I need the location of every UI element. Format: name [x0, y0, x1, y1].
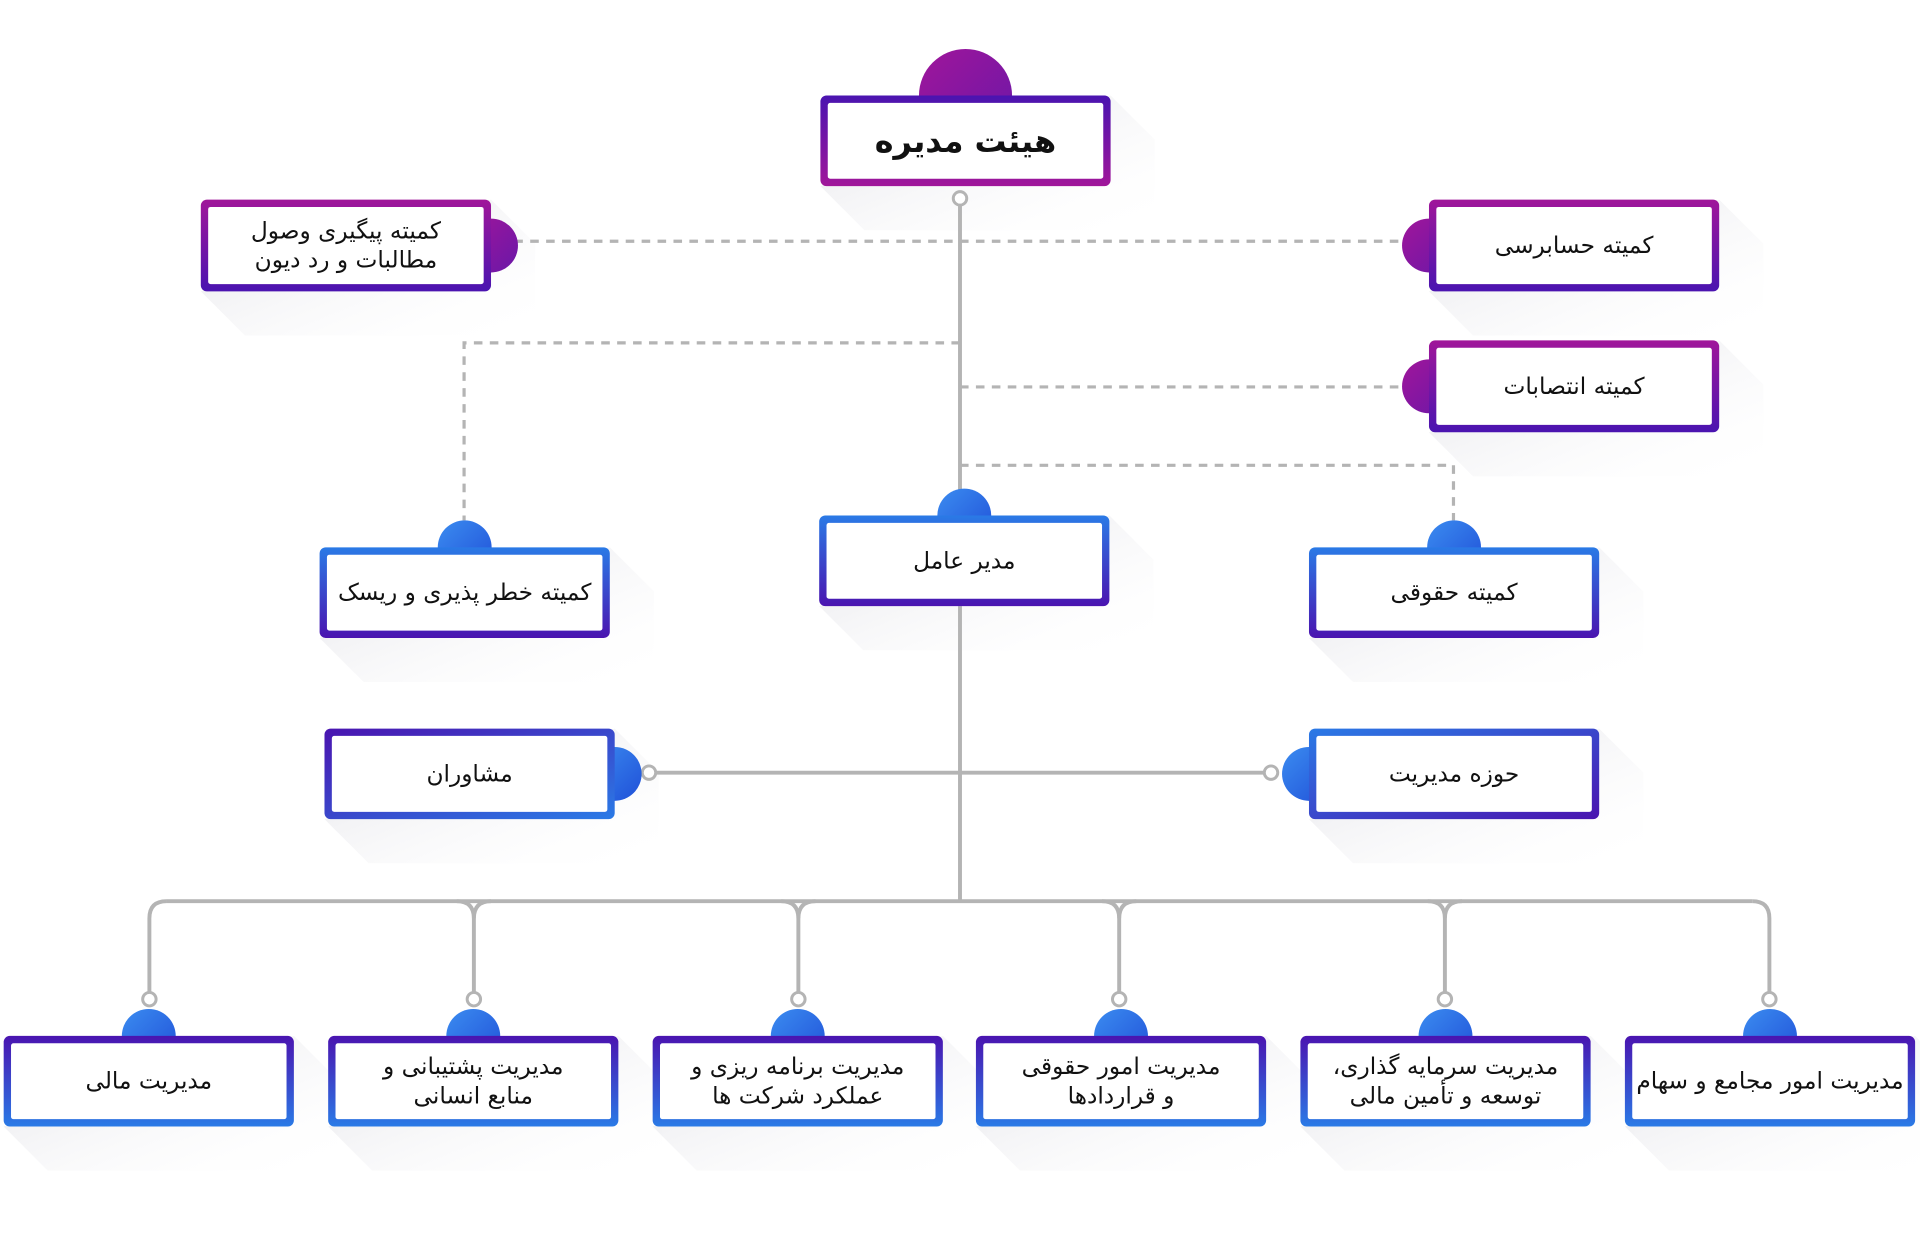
branch-r-3: [1117, 899, 1137, 919]
node-label: مدیریت مالی: [85, 1068, 212, 1095]
ring-advisors: [640, 764, 658, 781]
connector-layer: [141, 190, 1778, 1008]
dashed-link-legal-committee: [960, 463, 1456, 521]
node-label: کمیته انتصابات: [1504, 373, 1646, 400]
node-label: مشاوران: [426, 760, 512, 787]
node-label: مدیریت امور حقوقی: [1022, 1053, 1221, 1080]
node-label: مدیریت امور مجامع و سهام: [1636, 1068, 1903, 1095]
branch-l-2: [781, 899, 801, 992]
node-label: مدیریت برنامه ریزی و: [690, 1053, 904, 1080]
node-fill: [1316, 554, 1592, 631]
node-fill: [1436, 206, 1712, 285]
node-fill: [827, 102, 1104, 179]
node-appointments-committee: کمیته انتصابات: [1402, 340, 1720, 433]
node-fill: [1436, 347, 1712, 425]
branch-l-4: [1427, 899, 1447, 992]
node-finance-mgmt: مدیریت مالی: [3, 1008, 294, 1127]
node-label: مدیریت سرمایه گذاری،: [1333, 1053, 1558, 1080]
node-label: هیئت مدیره: [875, 122, 1056, 160]
ring-bottom-5: [1761, 990, 1778, 1008]
node-fill: [11, 1043, 287, 1120]
node-collections-committee: کمیته پیگیری وصول مطالبات و رد دیون: [200, 199, 518, 292]
node-label: حوزه مدیریت: [1389, 760, 1519, 787]
node-advisors: مشاوران: [324, 728, 642, 820]
node-fill: [335, 1043, 612, 1120]
branch-r-2: [796, 899, 816, 919]
node-audit-committee: کمیته حسابرسی: [1402, 199, 1720, 292]
ring-board: [951, 190, 969, 207]
node-fill: [983, 1043, 1259, 1120]
node-fill: [208, 206, 484, 285]
node-label: توسعه و تأمین مالی: [1350, 1079, 1542, 1109]
node-fill: [331, 735, 608, 812]
node-investment-mgmt: مدیریت سرمایه گذاری،توسعه و تأمین مالی: [1300, 1008, 1591, 1127]
node-label: و قراردادها: [1068, 1082, 1175, 1109]
ring-bottom-2: [790, 990, 807, 1008]
node-label: منابع انسانی: [414, 1082, 533, 1109]
branch-r-4: [1442, 899, 1463, 919]
node-label: عملکرد شرکت ها: [712, 1082, 883, 1109]
node-risk-committee: کمیته خطر پذیری و ریسک: [319, 520, 610, 638]
node-label: کمیته حقوقی: [1391, 579, 1519, 606]
node-fill: [660, 1043, 936, 1120]
node-fill: [1307, 1043, 1584, 1120]
node-fill: [826, 522, 1103, 599]
node-ceo: مدیر عامل: [819, 488, 1110, 607]
node-fill: [1632, 1043, 1908, 1120]
node-fill: [326, 554, 603, 631]
node-label: کمیته پیگیری وصول: [251, 217, 442, 244]
node-label: مدیر عامل: [913, 547, 1015, 574]
node-board: هیئت مدیره: [820, 48, 1111, 187]
node-label: مطالبات و رد دیون: [255, 247, 438, 274]
branch-5: [1752, 899, 1772, 992]
node-assemblies-shares-mgmt: مدیریت امور مجامع و سهام: [1624, 1008, 1916, 1127]
node-management-area: حوزه مدیریت: [1282, 728, 1600, 820]
ring-bottom-1: [465, 990, 483, 1008]
node-label: کمیته خطر پذیری و ریسک: [338, 579, 592, 606]
node-legal-committee: کمیته حقوقی: [1308, 520, 1600, 638]
node-label: مدیریت پشتیبانی و: [382, 1053, 563, 1080]
ring-bottom-0: [141, 990, 158, 1008]
node-layer: هیئت مدیره کمیته پیگیری وصول مطالبات و رد …: [3, 48, 1916, 1127]
ring-management: [1262, 764, 1280, 781]
branch-l-1: [456, 899, 476, 992]
node-fill: [1316, 735, 1592, 812]
ring-bottom-4: [1436, 990, 1454, 1008]
node-label: کمیته حسابرسی: [1495, 232, 1655, 259]
dashed-link-risk-committee: [462, 341, 960, 521]
branch-l-3: [1101, 899, 1122, 992]
ring-bottom-3: [1110, 990, 1128, 1008]
branch-0: [147, 899, 167, 992]
branch-r-1: [471, 899, 492, 919]
